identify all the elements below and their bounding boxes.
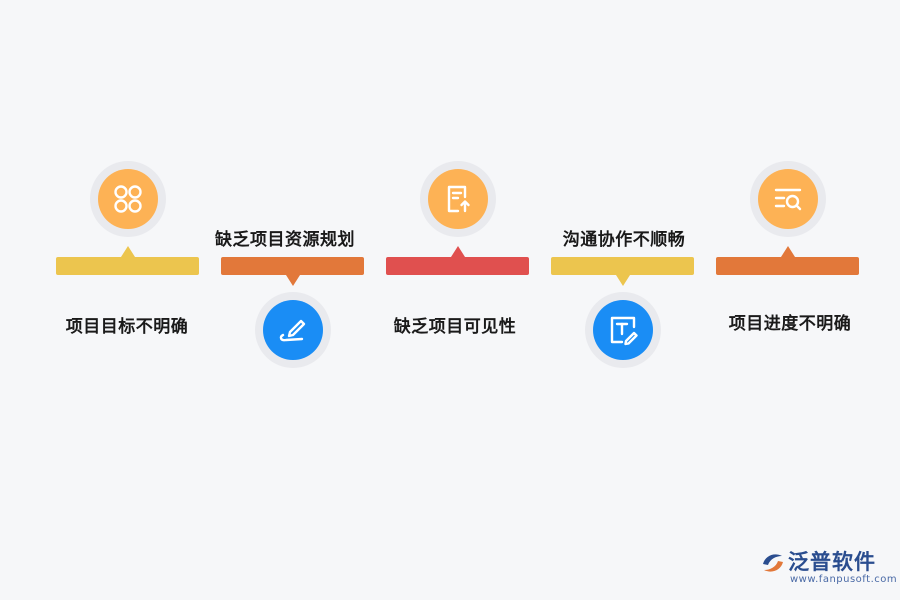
step-4-label: 沟通协作不顺畅 <box>562 230 686 250</box>
step-3-pointer <box>451 246 465 257</box>
step-3-icon-badge <box>420 161 496 237</box>
brand-logo: 泛普软件 www.fanpusoft.com <box>760 546 897 586</box>
step-4-pointer <box>616 275 630 286</box>
step-2-bar <box>221 257 364 275</box>
step-5-label: 项目进度不明确 <box>728 314 852 334</box>
step-1-icon-badge <box>90 161 166 237</box>
step-1-pointer <box>121 246 135 257</box>
step-4-bar <box>551 257 694 275</box>
document-upload-icon <box>447 185 470 213</box>
step-5-pointer <box>781 246 795 257</box>
step-1-bar <box>56 257 199 275</box>
brand-url: www.fanpusoft.com <box>790 574 898 585</box>
apps-grid-icon <box>114 185 142 213</box>
step-3-label: 缺乏项目可见性 <box>393 317 517 337</box>
step-5-bar <box>716 257 859 275</box>
text-edit-icon <box>610 316 638 346</box>
brand-name: 泛普软件 <box>788 550 876 574</box>
step-1-label: 项目目标不明确 <box>65 317 189 337</box>
step-3-bar <box>386 257 529 275</box>
step-2-icon-badge <box>255 292 331 368</box>
list-search-icon <box>774 188 802 211</box>
step-4-icon-badge <box>585 292 661 368</box>
step-2-label: 缺乏项目资源规划 <box>215 230 355 250</box>
brand-mark-icon <box>763 554 783 572</box>
step-5-icon-badge <box>750 161 826 237</box>
step-2-pointer <box>286 275 300 286</box>
pen-signature-icon <box>279 319 306 342</box>
